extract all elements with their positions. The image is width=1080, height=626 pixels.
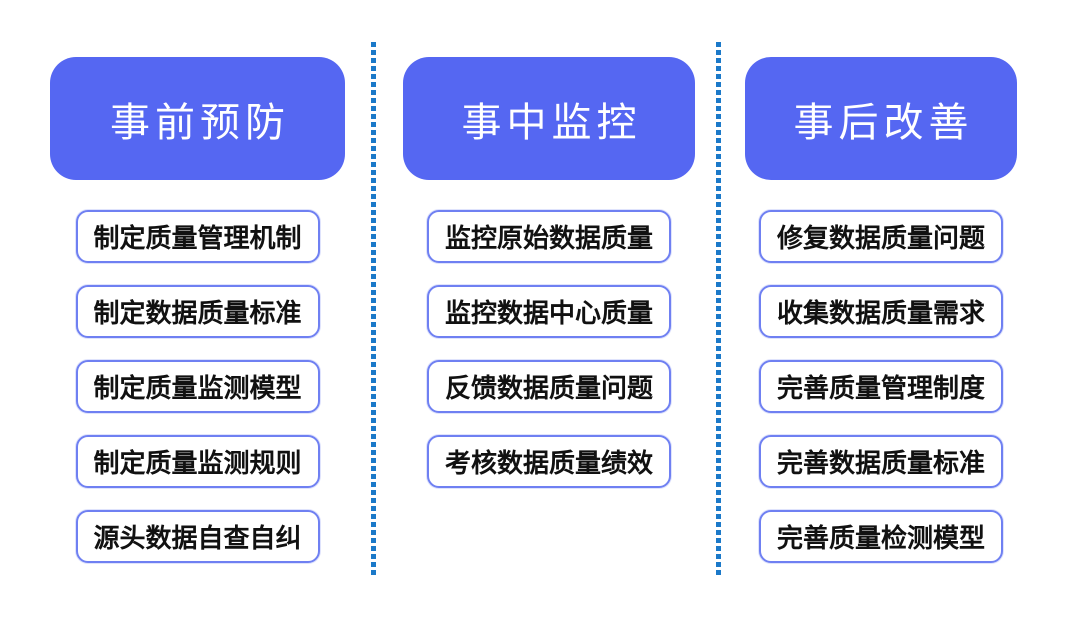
column-post-improvement: 事后改善 修复数据质量问题 收集数据质量需求 完善质量管理制度 完善数据质量标准…	[745, 57, 1017, 563]
column-header-in-process-monitoring: 事中监控	[403, 57, 695, 180]
column-title: 事前预防	[110, 99, 290, 146]
process-item: 制定质量监测模型	[75, 360, 320, 413]
process-item: 监控数据中心质量	[427, 285, 671, 338]
process-item: 制定数据质量标准	[75, 285, 320, 338]
column-in-process-monitoring: 事中监控 监控原始数据质量 监控数据中心质量 反馈数据质量问题 考核数据质量绩效	[403, 57, 695, 488]
column-header-pre-prevention: 事前预防	[50, 57, 345, 180]
item-list-in-process-monitoring: 监控原始数据质量 监控数据中心质量 反馈数据质量问题 考核数据质量绩效	[427, 210, 671, 488]
process-item: 修复数据质量问题	[759, 210, 1003, 263]
process-item: 完善数据质量标准	[759, 435, 1003, 488]
column-title: 事中监控	[461, 99, 642, 146]
item-list-post-improvement: 修复数据质量问题 收集数据质量需求 完善质量管理制度 完善数据质量标准 完善质量…	[759, 210, 1003, 563]
process-item: 制定质量监测规则	[75, 435, 320, 488]
process-item: 反馈数据质量问题	[427, 360, 671, 413]
item-list-pre-prevention: 制定质量管理机制 制定数据质量标准 制定质量监测模型 制定质量监测规则 源头数据…	[75, 210, 320, 563]
column-title: 事后改善	[793, 99, 974, 146]
column-divider	[716, 42, 721, 578]
process-item: 完善质量管理制度	[759, 360, 1003, 413]
process-item: 收集数据质量需求	[759, 285, 1003, 338]
process-item: 完善质量检测模型	[759, 510, 1003, 563]
process-item: 制定质量管理机制	[75, 210, 320, 263]
process-item: 监控原始数据质量	[427, 210, 671, 263]
column-header-post-improvement: 事后改善	[745, 57, 1017, 180]
column-pre-prevention: 事前预防 制定质量管理机制 制定数据质量标准 制定质量监测模型 制定质量监测规则…	[50, 57, 345, 563]
column-divider	[371, 42, 376, 578]
process-item: 源头数据自查自纠	[75, 510, 320, 563]
process-item: 考核数据质量绩效	[427, 435, 671, 488]
